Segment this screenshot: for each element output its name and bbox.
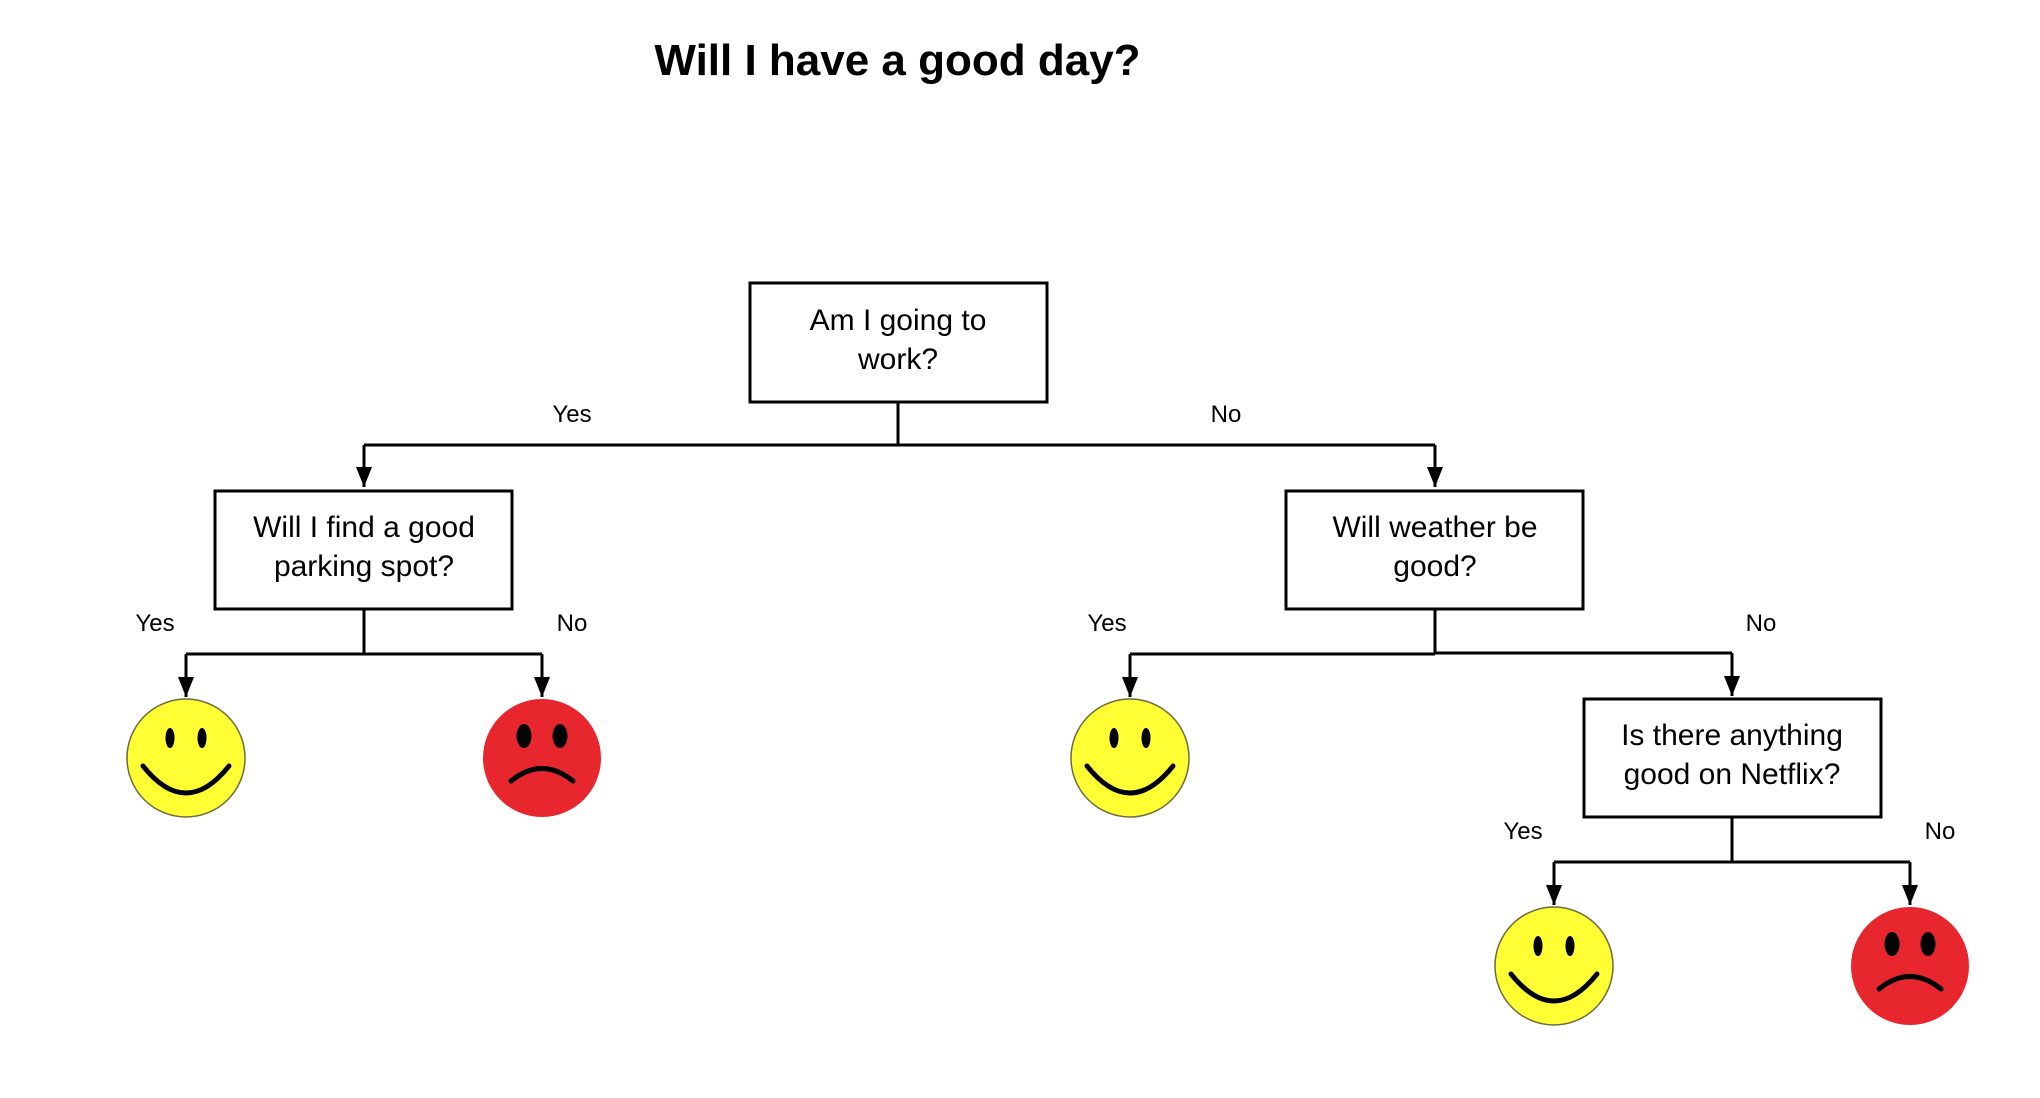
face-circle	[1070, 698, 1190, 818]
outcome-netflix-no-face	[1851, 907, 1969, 1025]
face-eye-right	[1920, 932, 1936, 956]
face-eye-left	[1884, 932, 1900, 956]
edge-label-netflix-no: No	[1925, 818, 1956, 845]
face-eye-right	[1565, 936, 1575, 956]
face-frown	[1876, 974, 1944, 992]
node-root-line-2: work?	[857, 343, 938, 376]
face-smile	[1084, 763, 1176, 796]
edge-label-weather-no: No	[1746, 610, 1777, 637]
edge-label-parking-no: No	[557, 610, 588, 637]
face-eye-left	[516, 724, 532, 748]
outcome-weather-yes-face	[1070, 698, 1190, 818]
face-eye-right	[552, 724, 568, 748]
edge-label-weather-yes: Yes	[1087, 610, 1126, 637]
face-circle	[126, 698, 246, 818]
connector-weather	[1130, 609, 1732, 656]
node-netflix-line-2: good on Netflix?	[1624, 758, 1841, 791]
edge-label-parking-yes: Yes	[135, 610, 174, 637]
edge-label-root-no: No	[1211, 401, 1242, 428]
node-root-line-1: Am I going to	[810, 304, 987, 337]
face-eye-left	[1533, 936, 1543, 956]
outcome-parking-yes-face	[126, 698, 246, 818]
face-circle	[1494, 906, 1614, 1026]
face-smile	[140, 763, 232, 796]
face-eye-right	[1141, 728, 1151, 748]
decision-node-netflix: Is there anything good on Netflix?	[1582, 697, 1883, 819]
face-eye-left	[1109, 728, 1119, 748]
connector-root	[364, 403, 1435, 447]
decision-node-parking: Will I find a good parking spot?	[213, 489, 514, 611]
face-circle	[483, 699, 601, 817]
node-weather-line-1: Will weather be	[1332, 511, 1537, 544]
node-weather-line-2: good?	[1393, 550, 1476, 583]
outcome-parking-no-face	[483, 699, 601, 817]
connector-parking	[186, 609, 542, 656]
edge-labels: Yes No Yes No Yes No Yes No	[135, 401, 1955, 845]
face-circle	[1851, 907, 1969, 1025]
diagram-title: Will I have a good day?	[654, 36, 1141, 85]
connectors	[178, 403, 1918, 905]
node-parking-line-1: Will I find a good	[253, 511, 475, 544]
decision-node-weather: Will weather be good?	[1284, 489, 1585, 611]
decision-node-root: Am I going to work?	[748, 281, 1049, 404]
edge-label-netflix-yes: Yes	[1503, 818, 1542, 845]
edge-label-root-yes: Yes	[552, 401, 591, 428]
face-eye-left	[165, 728, 175, 748]
node-parking-line-2: parking spot?	[274, 550, 454, 583]
outcome-faces	[126, 698, 1969, 1026]
node-netflix-line-1: Is there anything	[1621, 719, 1843, 752]
outcome-netflix-yes-face	[1494, 906, 1614, 1026]
face-smile	[1508, 971, 1600, 1004]
face-frown	[508, 766, 576, 784]
face-eye-right	[197, 728, 207, 748]
connector-netflix	[1554, 817, 1910, 864]
